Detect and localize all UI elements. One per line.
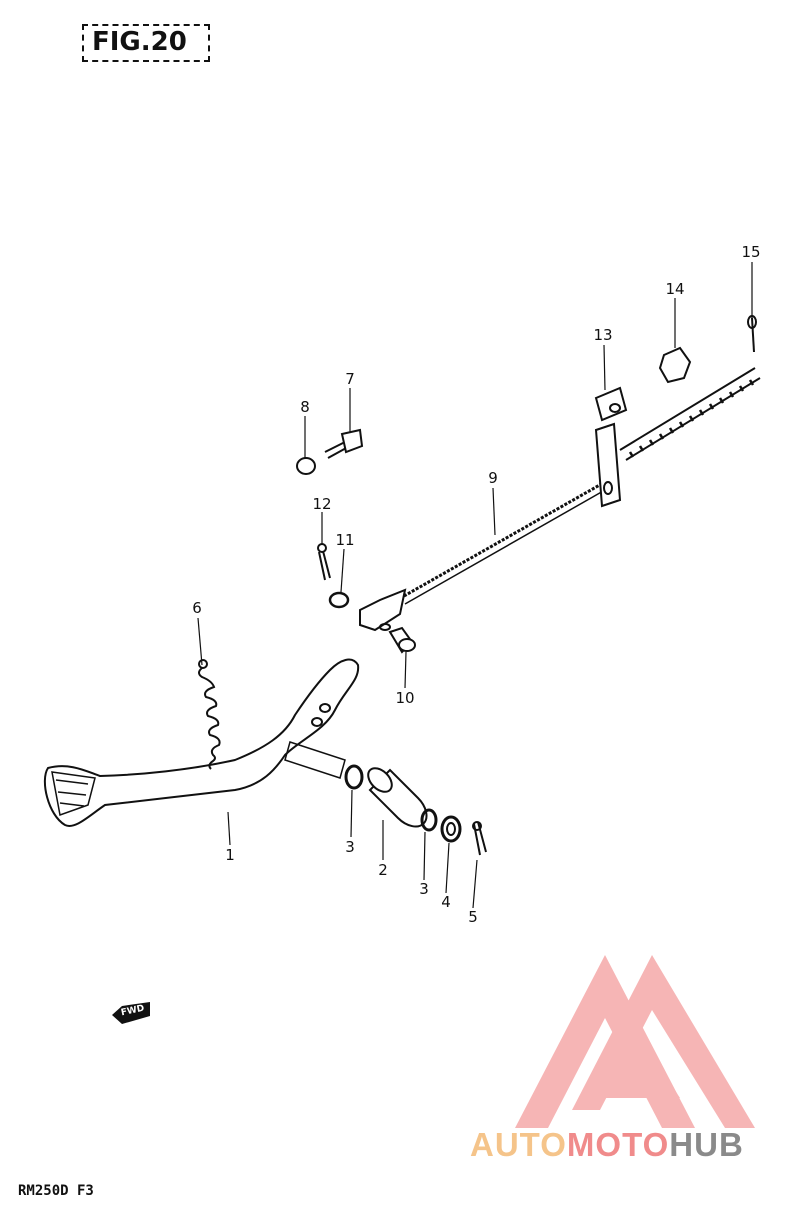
cotter-pin-12 <box>317 543 331 581</box>
adjuster-nut <box>658 346 692 384</box>
figure-title: FIG.20 <box>92 27 187 57</box>
washers <box>344 764 462 843</box>
bolt-7 <box>324 428 364 459</box>
threaded-rod <box>619 367 761 461</box>
brake-pedal <box>43 658 360 827</box>
leader-lines <box>197 262 753 909</box>
watermark-auto: AUTO <box>470 1126 567 1163</box>
return-spring <box>198 659 221 770</box>
pivot-bushing <box>367 767 428 828</box>
callout-3a: 3 <box>345 838 355 856</box>
callout-2: 2 <box>378 861 388 879</box>
callout-8: 8 <box>300 398 310 416</box>
watermark-logo <box>515 955 755 1128</box>
washer-11 <box>328 591 350 609</box>
watermark-text: AUTOMOTOHUB <box>470 1126 744 1164</box>
clevis-pin <box>388 626 416 654</box>
callout-12: 12 <box>312 495 332 513</box>
model-code: RM250D F3 <box>18 1183 94 1199</box>
callout-13: 13 <box>593 326 613 344</box>
fwd-arrow-icon <box>112 1002 150 1024</box>
cotter-pin-5 <box>472 821 487 856</box>
figure-title-frame <box>82 24 210 62</box>
pin-15 <box>747 315 757 353</box>
brake-rod <box>359 476 613 632</box>
watermark-hub: HUB <box>669 1126 744 1163</box>
callout-14: 14 <box>665 280 685 298</box>
watermark-moto: MOTO <box>566 1126 670 1163</box>
nut-8 <box>296 457 316 475</box>
callout-7: 7 <box>345 370 355 388</box>
adjuster-block <box>594 386 628 508</box>
callout-5: 5 <box>468 908 478 926</box>
callout-3b: 3 <box>419 880 429 898</box>
callout-15: 15 <box>741 243 761 261</box>
callout-10: 10 <box>395 689 415 707</box>
callout-9: 9 <box>488 469 498 487</box>
callout-4: 4 <box>441 893 451 911</box>
callout-1: 1 <box>225 846 235 864</box>
callout-11: 11 <box>335 531 355 549</box>
callout-6: 6 <box>192 599 202 617</box>
